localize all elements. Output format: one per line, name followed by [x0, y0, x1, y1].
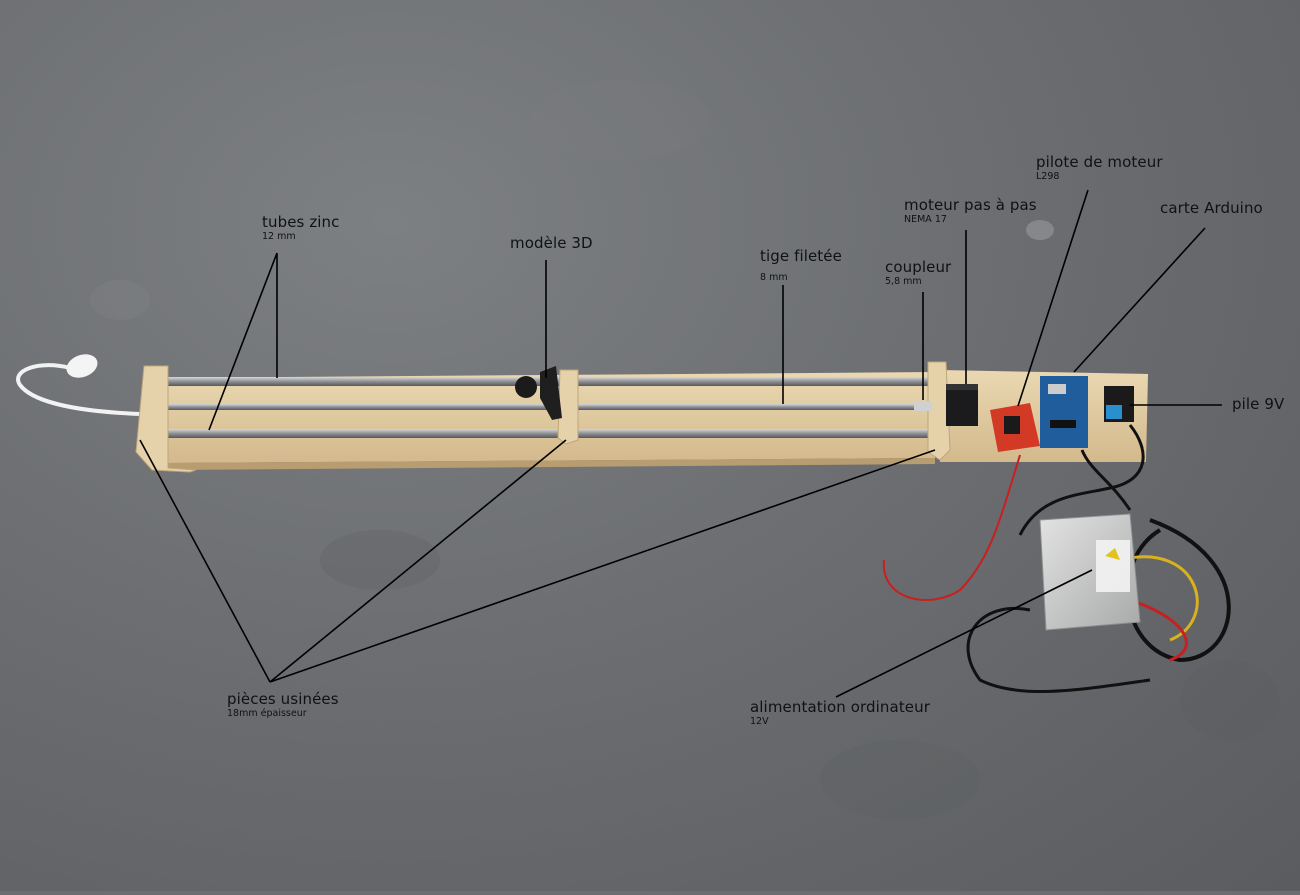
- label-moteur-pas-a-pas: moteur pas à pas NEMA 17: [904, 196, 1037, 225]
- leader-tubes-zinc: [208, 252, 278, 431]
- wooden-base: [160, 370, 1148, 470]
- label-modele-3d: modèle 3D: [510, 234, 593, 252]
- label-alim-sub: 12V: [750, 715, 769, 727]
- label-tige-filetee-sub: 8 mm: [760, 271, 788, 283]
- label-moteur-title: moteur pas à pas: [904, 196, 1037, 214]
- label-arduino-title: carte Arduino: [1160, 199, 1263, 217]
- label-pile-title: pile 9V: [1232, 395, 1285, 413]
- label-tige-filetee: tige filetée 8 mm: [760, 247, 842, 283]
- battery-9v: [1104, 386, 1134, 422]
- floor-texture: [90, 80, 1280, 820]
- label-pilote-de-moteur: pilote de moteur L298: [1036, 153, 1163, 182]
- label-coupleur-sub: 5,8 mm: [885, 275, 922, 287]
- leader-pieces: [139, 439, 936, 683]
- leader-arduino: [1073, 227, 1206, 373]
- coupler: [914, 401, 932, 411]
- model-3d: [515, 366, 562, 420]
- label-carte-arduino: carte Arduino: [1160, 199, 1263, 217]
- machined-pieces: [135, 361, 951, 473]
- label-coupleur-title: coupleur: [885, 258, 952, 276]
- leader-alimentation: [835, 569, 1093, 698]
- stepper-motor: [946, 384, 978, 426]
- label-pilote-title: pilote de moteur: [1036, 153, 1163, 171]
- label-tubes-zinc-title: tubes zinc: [262, 213, 340, 231]
- label-coupleur: coupleur 5,8 mm: [885, 258, 952, 287]
- label-alim-title: alimentation ordinateur: [750, 698, 930, 716]
- label-modele-3d-title: modèle 3D: [510, 234, 593, 252]
- label-pilote-sub: L298: [1036, 170, 1060, 182]
- lamp: [16, 354, 141, 416]
- label-alimentation-ordinateur: alimentation ordinateur 12V: [750, 698, 930, 727]
- pc-power-supply: [1039, 513, 1141, 631]
- label-tubes-zinc-sub: 12 mm: [262, 230, 296, 242]
- motor-driver-board: [990, 403, 1040, 452]
- arduino-board: [1040, 376, 1088, 448]
- label-tige-filetee-title: tige filetée: [760, 247, 842, 265]
- label-pieces-title: pièces usinées: [227, 690, 339, 708]
- label-moteur-sub: NEMA 17: [904, 213, 947, 225]
- label-pieces-usinees: pièces usinées 18mm épaisseur: [227, 690, 339, 719]
- label-tubes-zinc: tubes zinc 12 mm: [262, 213, 340, 242]
- leader-pilote: [1017, 189, 1089, 407]
- label-pile-9v: pile 9V: [1232, 395, 1285, 413]
- label-pieces-sub: 18mm épaisseur: [227, 707, 307, 719]
- leader-lines: [139, 189, 1222, 698]
